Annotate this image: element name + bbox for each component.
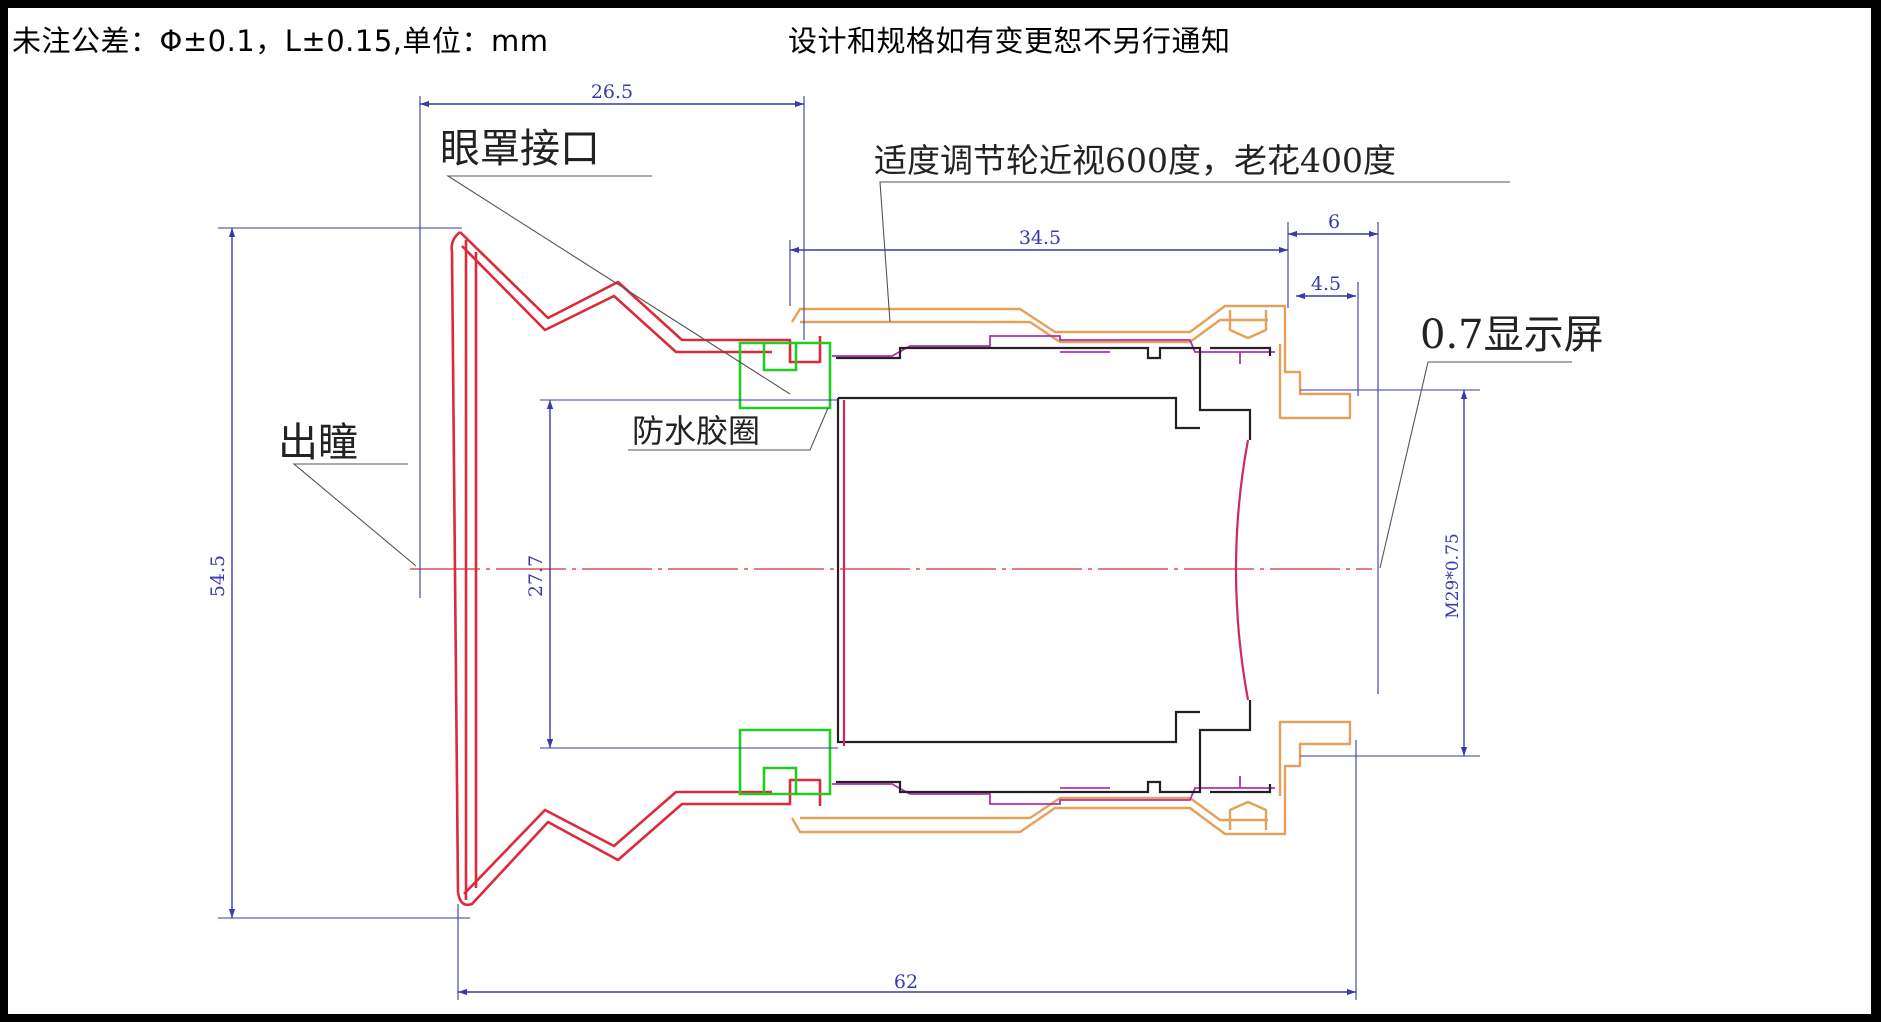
focus-housing [790,304,1352,836]
dim-text-54-5: 54.5 [207,555,229,597]
dim-text-34-5: 34.5 [1019,227,1061,249]
leader-lines [292,175,1572,569]
dim-text-27-7: 27.7 [525,555,547,597]
label-focus-wheel: 适度调节轮近视600度，老花400度 [874,141,1396,180]
inner-sleeve [832,335,1275,805]
drawing-sheet: 未注公差：Φ±0.1，L±0.15,单位：mm 设计和规格如有变更恕不另行通知 [8,8,1871,1014]
waterproof-gasket [738,341,832,796]
label-waterproof-ring: 防水胶圈 [632,412,760,450]
label-display: 0.7显示屏 [1420,312,1604,358]
label-exit-pupil: 出瞳 [278,420,358,466]
eyecup-profile [450,230,822,907]
eyepiece-drawing: 26.5 34.5 6 4.5 54.5 27.7 M29*0.75 62 眼罩… [207,81,1604,1000]
lens-barrel [836,346,1272,794]
dim-text-6: 6 [1328,211,1340,233]
dim-text-62: 62 [894,971,918,993]
change-notice: 设计和规格如有变更恕不另行通知 [788,24,1231,58]
dim-text-m29: M29*0.75 [1443,533,1463,618]
dimension-lines [228,100,1468,996]
dim-text-26-5: 26.5 [591,81,633,103]
extension-lines [218,96,1480,1000]
label-eyecup-interface: 眼罩接口 [440,126,600,172]
dim-text-4-5: 4.5 [1311,273,1341,295]
tolerance-note: 未注公差：Φ±0.1，L±0.15,单位：mm [12,24,549,58]
eyepiece-lens [842,400,1250,746]
